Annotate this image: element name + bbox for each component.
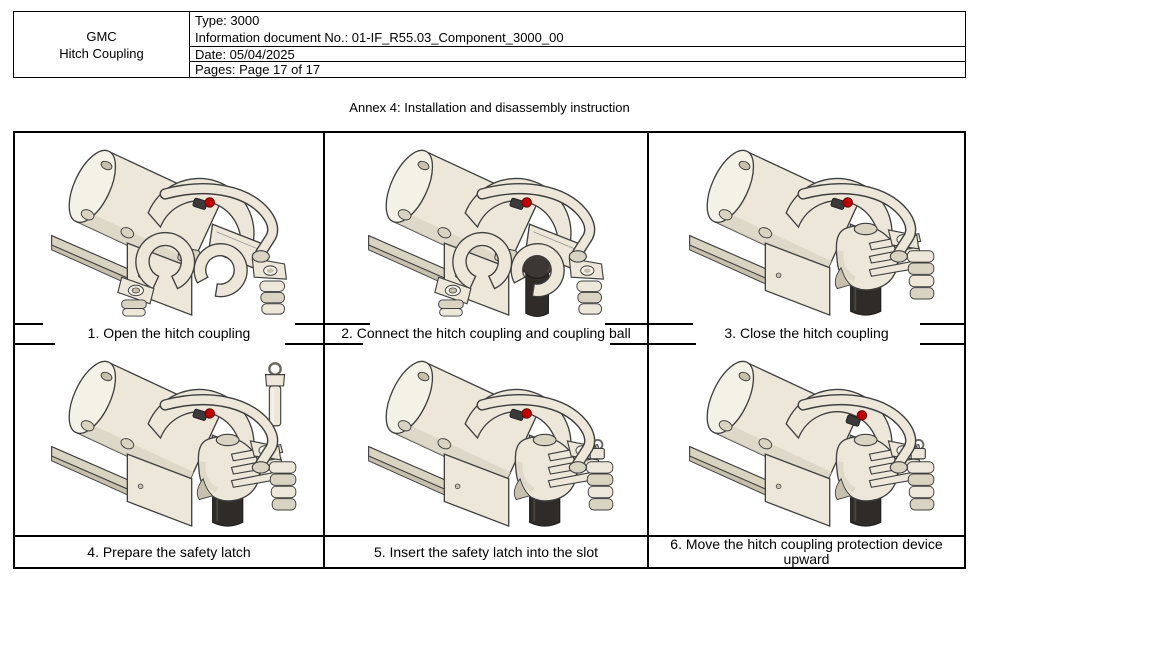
date-field: Date: 05/04/2025	[190, 47, 965, 62]
step-3-illustration	[649, 133, 964, 323]
document-header-table: GMC Hitch Coupling Type: 3000 Informatio…	[13, 11, 966, 78]
document-meta: Type: 3000 Information document No.: 01-…	[190, 12, 965, 77]
step-1-illustration	[15, 133, 325, 323]
step-3-caption: 3. Close the hitch coupling	[724, 324, 889, 341]
step-4-caption: 4. Prepare the safety latch	[15, 535, 325, 567]
pages-field: Pages: Page 17 of 17	[195, 62, 321, 77]
table-border-stub	[920, 343, 964, 345]
table-border-stub	[610, 343, 696, 345]
table-border-stub	[285, 343, 363, 345]
table-border-stub	[15, 323, 43, 325]
step-5-illustration	[325, 343, 649, 535]
table-border-stub	[605, 323, 693, 325]
step-2-illustration	[325, 133, 649, 323]
annex-title: Annex 4: Installation and disassembly in…	[349, 100, 630, 115]
type-field: Type: 3000	[195, 13, 260, 28]
step-2-caption: 2. Connect the hitch coupling and coupli…	[325, 323, 649, 343]
meta-row-type-and-docno: Type: 3000 Information document No.: 01-…	[190, 12, 965, 47]
step-4-illustration	[15, 343, 325, 535]
instruction-table: 1. Open the hitch coupling 2. Connect th…	[13, 131, 966, 569]
document-no-field: Information document No.: 01-IF_R55.03_C…	[195, 30, 564, 45]
product-name: GMC	[86, 28, 117, 44]
step-5-caption: 5. Insert the safety latch into the slot	[325, 535, 649, 567]
table-border-stub	[295, 323, 370, 325]
step-6-caption: 6. Move the hitch coupling protection de…	[649, 535, 964, 567]
product-subtitle: Hitch Coupling	[59, 45, 144, 61]
table-border-stub	[920, 323, 964, 325]
product-cell: GMC Hitch Coupling	[14, 12, 190, 77]
step-6-illustration	[649, 343, 964, 535]
step-1-caption: 1. Open the hitch coupling	[15, 323, 325, 343]
table-border-stub	[15, 343, 55, 345]
